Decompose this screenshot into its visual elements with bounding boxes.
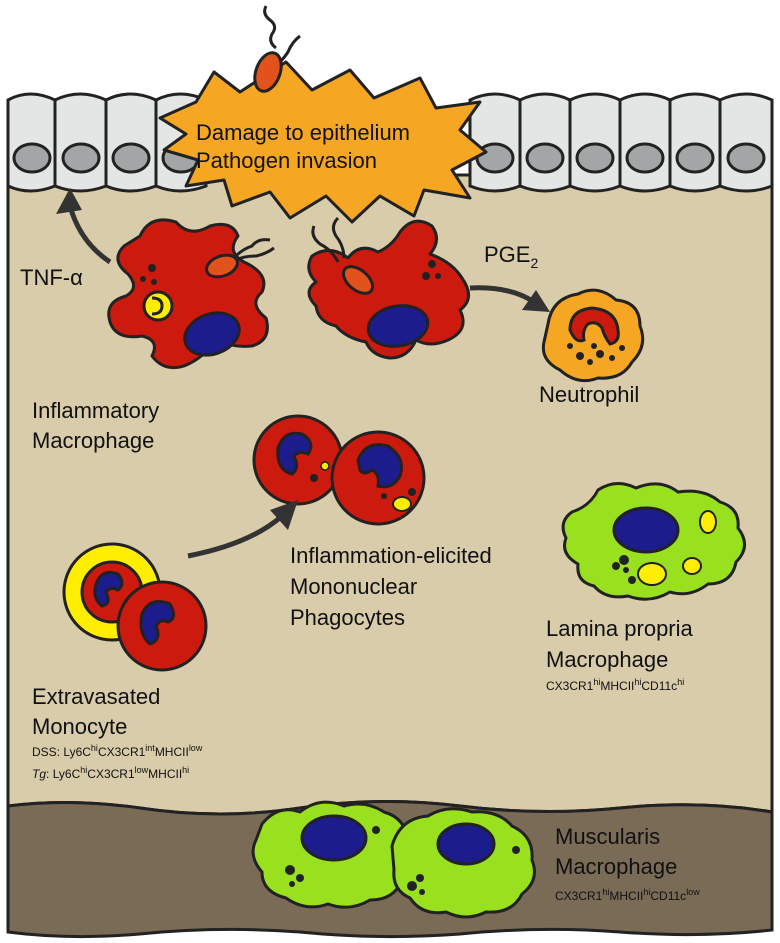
differentiation-arrow xyxy=(187,514,284,559)
epithelial-cell xyxy=(104,92,158,193)
lamina-macrophage-markers: CX3CR1hiMHCIIhiCD11chi xyxy=(546,677,684,693)
muscularis-macrophage-right xyxy=(390,807,536,919)
elicited-label-line1: Inflammation-elicited xyxy=(290,543,492,568)
bacterium-left xyxy=(205,238,275,279)
extravasated-monocyte-red xyxy=(116,580,208,672)
epithelial-cell xyxy=(568,92,622,193)
epithelial-cell xyxy=(668,92,722,193)
lamina-macrophage-label-line2: Macrophage xyxy=(546,647,668,672)
tnf-arrow xyxy=(67,205,112,265)
inflammatory-macrophage-label-line2: Macrophage xyxy=(32,428,154,453)
damage-label-line2: Pathogen invasion xyxy=(196,148,377,173)
lamina-macrophage-label-line1: Lamina propria xyxy=(546,616,694,641)
neutrophil-cell xyxy=(541,288,645,383)
inflammatory-macrophage-right xyxy=(307,219,470,360)
invading-bacterium xyxy=(253,5,301,93)
epithelial-cell xyxy=(6,92,57,193)
monocyte-markers-tg: Tg: Ly6ChiCX3CR1lowMHCIIhi xyxy=(32,765,189,781)
epithelial-cell xyxy=(618,92,672,193)
epithelial-cell xyxy=(518,92,572,193)
neutrophil-label: Neutrophil xyxy=(539,382,639,407)
epithelial-cell xyxy=(53,92,108,193)
monocyte-markers-dss: DSS: Ly6ChiCX3CR1intMHCIIlow xyxy=(32,743,203,759)
muscularis-markers: CX3CR1hiMHCIIhiCD11clow xyxy=(555,887,700,903)
pge2-arrowhead xyxy=(522,290,550,312)
elicited-label-line3: Phagocytes xyxy=(290,605,405,630)
pge2-label: PGE2 xyxy=(484,242,538,271)
muscularis-macrophage-left xyxy=(251,800,414,909)
epithelial-cell xyxy=(468,92,522,193)
epithelial-cell xyxy=(718,92,774,193)
muscularis-label-line2: Macrophage xyxy=(555,854,677,879)
damage-starburst: Damage to epithelium Pathogen invasion xyxy=(158,60,488,224)
inflammatory-macrophage-label-line1: Inflammatory xyxy=(32,398,159,423)
elicited-phagocyte-2 xyxy=(330,430,426,526)
tnf-label: TNF-α xyxy=(20,265,83,290)
tnf-arrowhead xyxy=(56,188,82,214)
bacterium-right xyxy=(311,216,375,295)
damage-label-line1: Damage to epithelium xyxy=(196,120,410,145)
muscularis-label-line1: Muscularis xyxy=(555,824,660,849)
monocyte-label-line1: Extravasated xyxy=(32,684,160,709)
differentiation-arrowhead xyxy=(270,500,298,530)
lamina-propria-macrophage xyxy=(561,482,746,601)
elicited-label-line2: Mononuclear xyxy=(290,574,417,599)
pge2-arrow xyxy=(469,285,536,305)
monocyte-label-line2: Monocyte xyxy=(32,714,127,739)
elicited-phagocyte-1 xyxy=(252,414,344,506)
